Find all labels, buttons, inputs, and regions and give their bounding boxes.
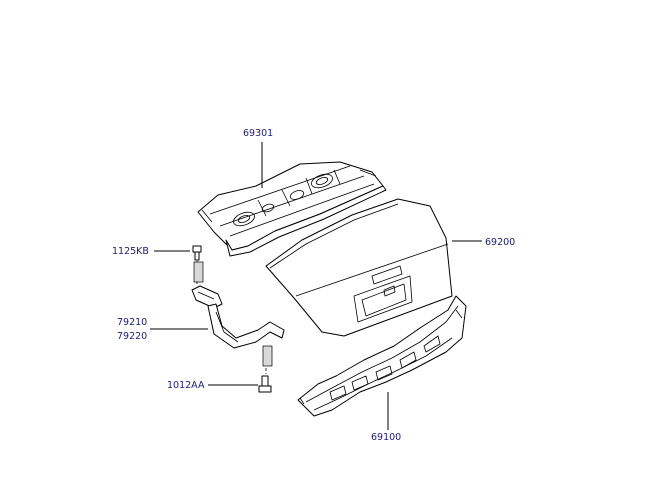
label-1012aa: 1012AA [167, 380, 205, 391]
package-tray-drawing [197, 161, 387, 257]
label-69301: 69301 [243, 128, 273, 139]
label-79210: 79210 [117, 317, 147, 328]
label-69200: 69200 [485, 237, 515, 248]
bolt-1125kb-drawing [192, 245, 202, 261]
hinge-drawing [191, 256, 285, 374]
trunk-lid-drawing [265, 198, 453, 337]
inner-panel-drawing [297, 295, 467, 417]
label-79220: 79220 [117, 331, 147, 342]
leader-lines [150, 142, 482, 430]
label-69100: 69100 [371, 432, 401, 443]
bolt-1012aa-drawing [258, 375, 272, 393]
label-1125kb: 1125KB [112, 246, 149, 257]
